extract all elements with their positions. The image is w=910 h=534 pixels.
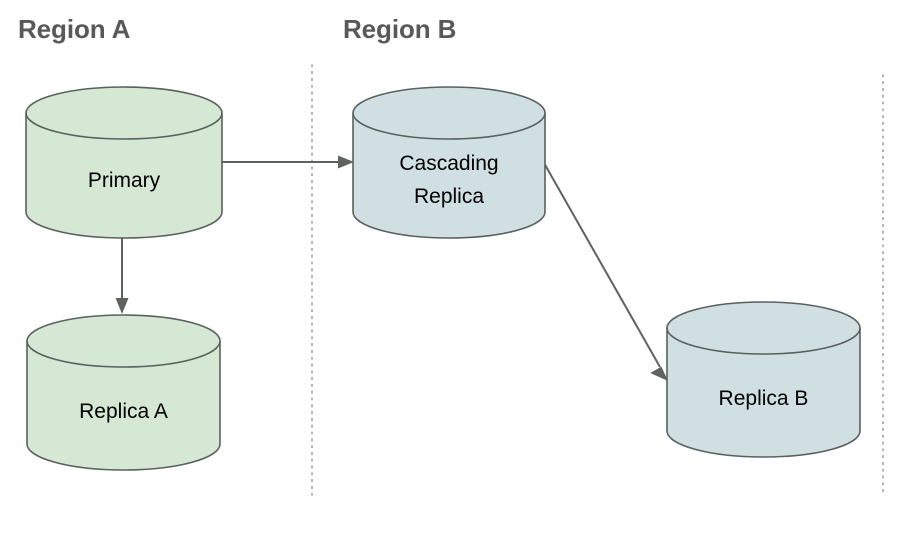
node-replica-a-label: Replica A <box>79 400 168 423</box>
region-b-title: Region B <box>343 14 456 44</box>
edges <box>115 155 668 381</box>
cylinder-top-ellipse <box>352 112 546 140</box>
node-cascading-replica-label-line1: Cascading <box>399 152 498 175</box>
cylinder-top-ellipse <box>25 112 223 140</box>
node-replica-b[interactable]: Replica B <box>666 301 861 458</box>
edge-primary-to-replica-a[interactable] <box>115 238 129 314</box>
arrowhead-icon <box>338 155 354 169</box>
cylinder-body <box>352 86 546 239</box>
node-primary-label: Primary <box>88 169 161 192</box>
edge-cascading-replica-to-replica-b[interactable] <box>543 162 668 381</box>
node-replica-b-label: Replica B <box>719 387 809 410</box>
cylinder-body <box>26 314 221 471</box>
region-a-title: Region A <box>18 14 131 44</box>
arrowhead-icon <box>650 366 668 381</box>
edge-line <box>543 162 661 368</box>
node-primary[interactable]: Primary <box>25 86 223 239</box>
node-cascading-replica-label-line2: Replica <box>414 185 484 208</box>
node-replica-a[interactable]: Replica A <box>26 314 221 471</box>
cylinder-top-ellipse <box>26 340 221 368</box>
arrowhead-icon <box>115 298 129 314</box>
region-boundaries <box>311 64 884 496</box>
cylinder-body <box>666 301 861 458</box>
region-titles: Region A Region B <box>18 14 456 44</box>
node-cascading-replica[interactable]: Cascading Replica <box>352 86 546 239</box>
cylinder-top-ellipse <box>666 327 861 355</box>
cylinder-body <box>25 86 223 239</box>
edge-primary-to-cascading-replica[interactable] <box>221 155 354 169</box>
